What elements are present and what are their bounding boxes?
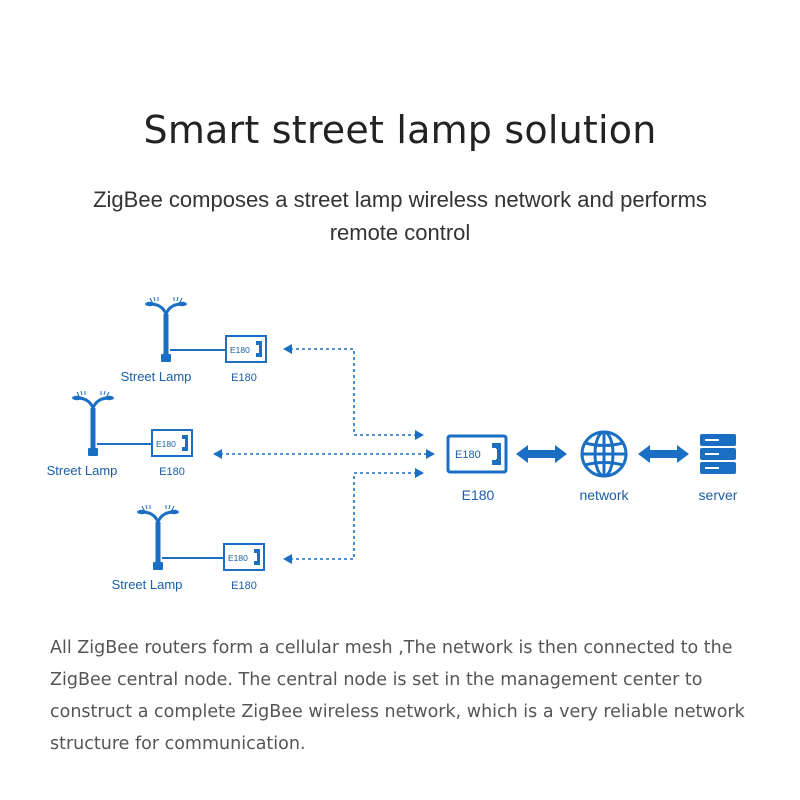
module-label: E180 — [159, 466, 185, 478]
page-title: Smart street lamp solution — [143, 108, 657, 152]
module-label: E180 — [231, 580, 257, 592]
network-diagram: E180 Street Lamp E180 E180 Street Lamp E… — [0, 290, 800, 610]
arrowheads — [213, 344, 435, 564]
module-chip-text: E180 — [228, 553, 248, 563]
central-chip-text: E180 — [455, 449, 481, 461]
central-module-label: E180 — [462, 487, 495, 503]
network-label: network — [579, 487, 629, 503]
link-arrow — [516, 445, 689, 463]
description-paragraph: All ZigBee routers form a cellular mesh … — [50, 638, 745, 754]
street-lamp-icon — [143, 295, 189, 364]
street-lamp-icon — [70, 389, 116, 458]
module-chip-text: E180 — [230, 345, 250, 355]
street-lamp-label: Street Lamp — [112, 577, 183, 592]
server-label: server — [699, 487, 738, 503]
street-lamp-label: Street Lamp — [121, 369, 192, 384]
street-lamp-icon — [135, 503, 181, 572]
mesh-links — [220, 348, 430, 560]
globe-icon — [580, 430, 628, 478]
module-label: E180 — [231, 372, 257, 384]
street-lamp-label: Street Lamp — [47, 463, 118, 478]
page-subtitle: ZigBee composes a street lamp wireless n… — [93, 187, 707, 245]
server-icon — [700, 434, 736, 474]
module-chip-text: E180 — [156, 439, 176, 449]
